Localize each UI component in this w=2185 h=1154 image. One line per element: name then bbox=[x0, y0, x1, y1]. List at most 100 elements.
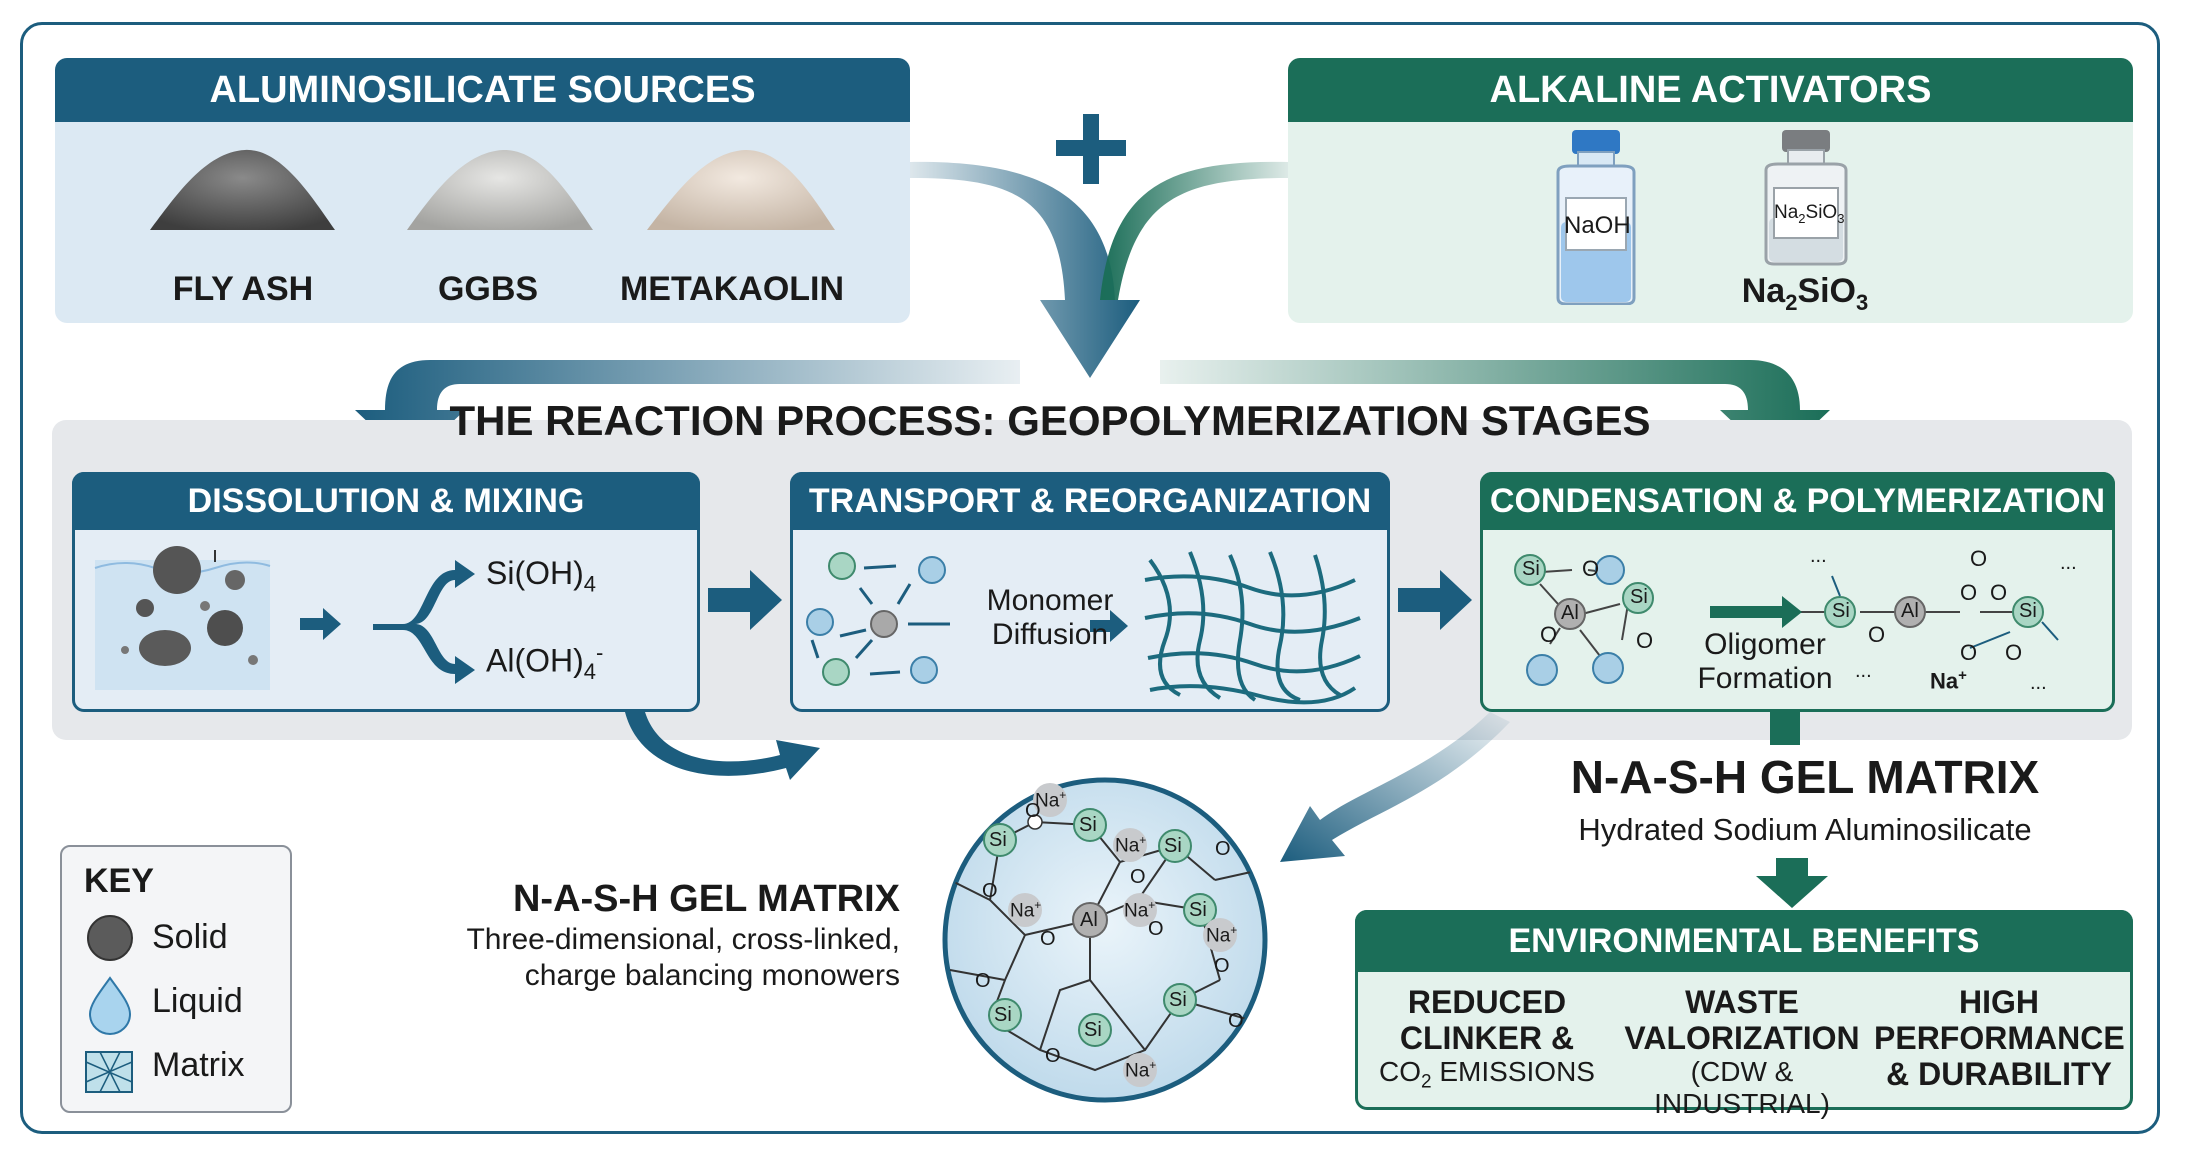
gel-na-3: Na+ bbox=[1206, 923, 1238, 947]
down-arrow-stage3 bbox=[1770, 712, 1800, 745]
gel-right-title: N-A-S-H GEL MATRIX bbox=[1570, 751, 2040, 803]
gel-o-7: O bbox=[975, 970, 991, 992]
na2sio3-bottle-label: Na2SiO3 bbox=[1774, 202, 1845, 226]
activator-bottles bbox=[1556, 130, 1848, 305]
solid-icon bbox=[87, 915, 133, 961]
key-liquid-label: Liquid bbox=[152, 982, 243, 1020]
si-oh4-label: Si(OH)4 bbox=[486, 555, 597, 597]
s3-na-ion: Na+ bbox=[1930, 667, 1967, 694]
down-arrow-benefits bbox=[1756, 858, 1828, 908]
gel-si-5: Si bbox=[994, 1004, 1012, 1026]
gel-na-5: Na+ bbox=[1124, 898, 1156, 922]
gel-o-3: O bbox=[1040, 928, 1056, 950]
s3-al-1: Al bbox=[1561, 602, 1579, 624]
process-title: THE REACTION PROCESS: GEOPOLYMERIZATION … bbox=[449, 397, 1651, 444]
gel-o-1: O bbox=[1025, 800, 1041, 822]
stage3-header: CONDENSATION & POLYMERIZATION bbox=[1480, 472, 2115, 530]
gel-al: Al bbox=[1080, 909, 1098, 931]
naoh-bottle bbox=[1556, 130, 1636, 305]
ggbs-pile bbox=[407, 149, 593, 230]
key-matrix-label: Matrix bbox=[152, 1046, 245, 1084]
gel-o-5: O bbox=[1148, 918, 1164, 940]
s3-si-3: Si bbox=[1832, 600, 1850, 622]
s3-ellipsis-3: ... bbox=[1855, 660, 1872, 682]
s3-o-9: O bbox=[2005, 640, 2023, 665]
liquid-icon bbox=[88, 976, 132, 1036]
s3-si-2: Si bbox=[1630, 586, 1648, 608]
stage1-header: DISSOLUTION & MIXING bbox=[72, 472, 700, 530]
s3-ellipsis-2: ... bbox=[2060, 552, 2077, 574]
s3-o-1: O bbox=[1582, 556, 1600, 581]
curve-arrow-stage1-2 bbox=[625, 712, 820, 780]
gel-o-2: O bbox=[982, 880, 998, 902]
gel-o-10: O bbox=[1215, 838, 1231, 860]
gel-o-9: O bbox=[1228, 1010, 1244, 1032]
stage1-graphic bbox=[94, 546, 475, 690]
key-solid-label: Solid bbox=[152, 918, 228, 956]
branch-arrow-right bbox=[1160, 360, 1830, 462]
s3-si-4: Si bbox=[2019, 600, 2037, 622]
branch-arrow-left bbox=[355, 360, 1020, 462]
s3-o-7: O bbox=[1990, 580, 2008, 605]
benefits-header: ENVIRONMENTAL BENEFITS bbox=[1355, 910, 2133, 972]
gel-o-4: O bbox=[1130, 866, 1146, 888]
fly-ash-label: FLY ASH bbox=[172, 270, 314, 308]
material-piles bbox=[150, 149, 835, 230]
gel-si-6: Si bbox=[1084, 1019, 1102, 1041]
na2sio3-label: Na2SiO3 bbox=[1741, 272, 1869, 315]
metakaolin-pile bbox=[647, 149, 835, 230]
gel-na-6: Na+ bbox=[1125, 1058, 1157, 1082]
s3-o-5: O bbox=[1960, 580, 1978, 605]
stage3-graphic bbox=[1514, 554, 2059, 686]
s3-o-4: O bbox=[1868, 622, 1886, 647]
diagonal-arrow-to-gel bbox=[1280, 712, 1510, 862]
gel-si-2: Si bbox=[1079, 814, 1097, 836]
s3-al-2: Al bbox=[1901, 600, 1919, 622]
naoh-bottle-label: NaOH bbox=[1564, 212, 1631, 239]
stage-arrow-1 bbox=[708, 570, 782, 630]
s3-si-1: Si bbox=[1522, 558, 1540, 580]
s3-ellipsis-1: ... bbox=[1810, 545, 1827, 567]
gel-o-6: O bbox=[1214, 955, 1230, 977]
ggbs-label: GGBS bbox=[437, 270, 539, 308]
key-title: KEY bbox=[84, 862, 154, 900]
gel-matrix-circle bbox=[942, 777, 1268, 1103]
stage2-header: TRANSPORT & REORGANIZATION bbox=[790, 472, 1390, 530]
stage2-graphic bbox=[806, 551, 1361, 705]
benefit-reduced-clinker: REDUCED CLINKER & CO2 EMISSIONS bbox=[1379, 984, 1595, 1093]
na2sio3-bottle bbox=[1764, 130, 1848, 266]
outer-frame bbox=[20, 22, 2160, 1134]
s3-o-3: O bbox=[1636, 628, 1654, 653]
benefit-waste-valorization: WASTE VALORIZATION (CDW & INDUSTRIAL) bbox=[1624, 984, 1860, 1119]
al-oh4-label: Al(OH)4- bbox=[486, 640, 604, 685]
s3-o-8: O bbox=[1960, 640, 1978, 665]
gel-na-1: Na+ bbox=[1035, 788, 1067, 812]
benefit-high-performance: HIGH PERFORMANCE & DURABILITY bbox=[1874, 984, 2125, 1092]
gel-left-desc: Three-dimensional, cross-linked,charge b… bbox=[466, 923, 900, 992]
gel-si-7: Si bbox=[1169, 989, 1187, 1011]
metakaolin-label: METAKAOLIN bbox=[619, 270, 845, 308]
gel-right-subtitle: Hydrated Sodium Aluminosilicate bbox=[1578, 812, 2032, 847]
gel-o-8: O bbox=[1045, 1045, 1061, 1067]
matrix-icon bbox=[85, 1051, 133, 1093]
s3-ellipsis-4: ... bbox=[2030, 672, 2047, 694]
merge-arrow-left bbox=[910, 161, 1140, 378]
fly-ash-pile bbox=[150, 149, 335, 230]
gel-left-title: N-A-S-H GEL MATRIX bbox=[512, 878, 900, 920]
stage-arrow-2 bbox=[1398, 570, 1472, 630]
gel-si-4: Si bbox=[1189, 899, 1207, 921]
gel-na-4: Na+ bbox=[1010, 898, 1042, 922]
key-icons bbox=[85, 915, 133, 1093]
plus-icon bbox=[1056, 114, 1126, 184]
s3-o-2: O bbox=[1540, 622, 1558, 647]
s3-o-6: O bbox=[1970, 546, 1988, 571]
activators-header: ALKALINE ACTIVATORS bbox=[1288, 58, 2133, 122]
gel-si-1: Si bbox=[989, 829, 1007, 851]
gel-atoms bbox=[983, 783, 1237, 1087]
merge-arrow-right bbox=[1100, 161, 1288, 300]
